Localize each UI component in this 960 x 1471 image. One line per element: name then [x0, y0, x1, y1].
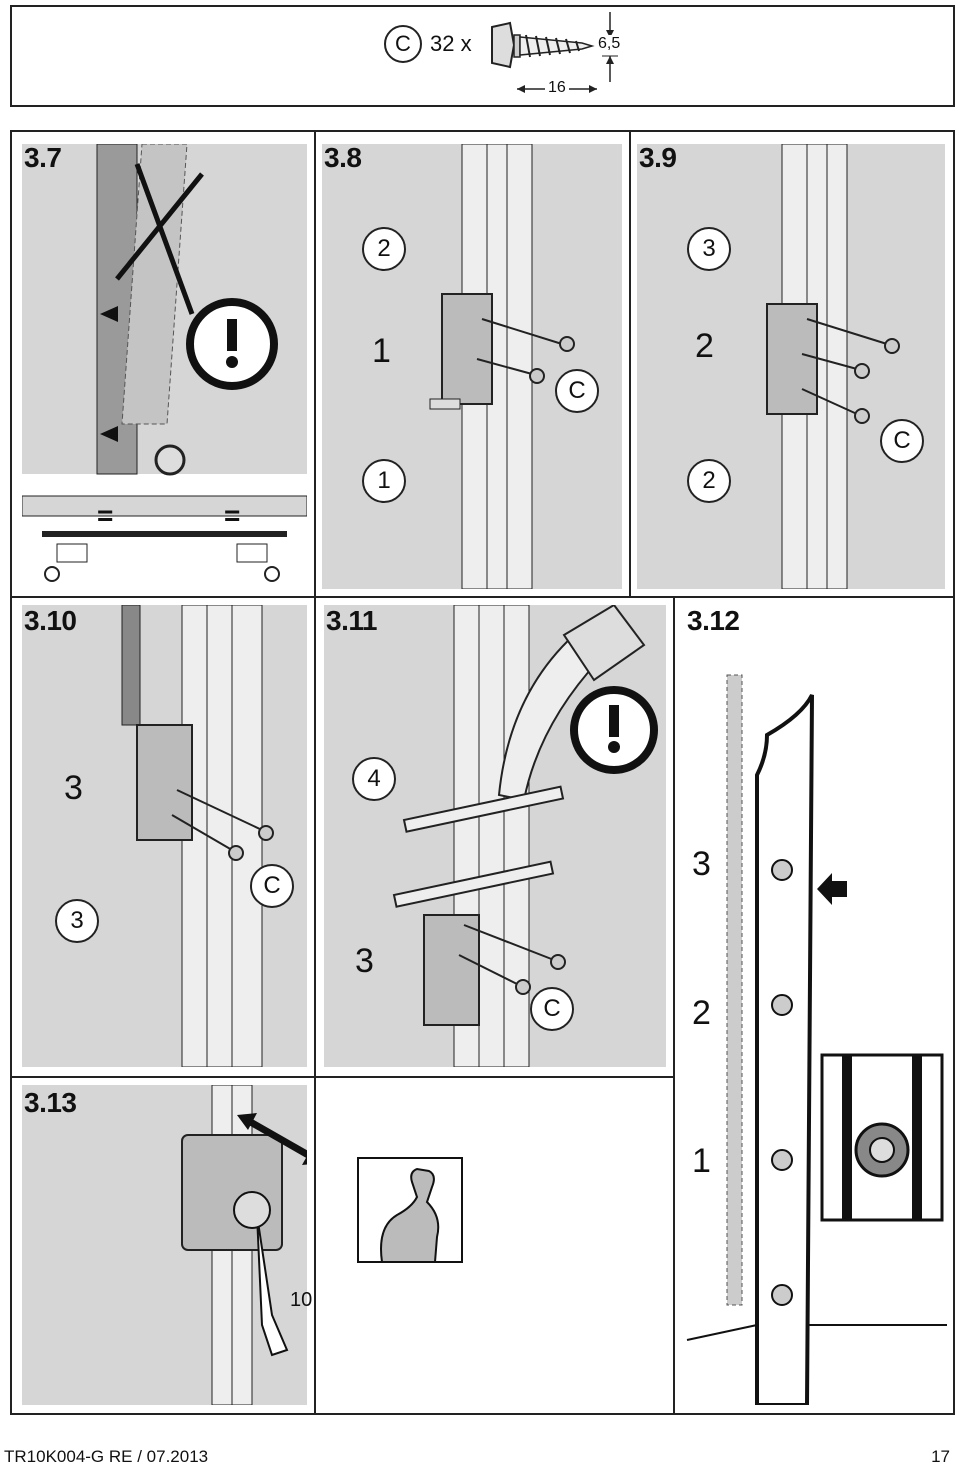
step-3-11-illustration: [324, 605, 666, 1067]
step-3-11-callout: 3: [355, 942, 374, 980]
step-3-8-circled-top: 2: [362, 227, 406, 271]
step-3-8-illustration: [322, 144, 622, 589]
step-3-12-label: 3.12: [687, 605, 740, 636]
step-3-10-illustration: [22, 605, 307, 1067]
step-3-12-panel: [682, 605, 947, 1405]
step-3-8-circled-bottom: 1: [362, 459, 406, 503]
screw-icon: [491, 21, 595, 69]
step-3-9-circled-bottom: 2: [687, 459, 731, 503]
step-3-11-part-c: C: [530, 987, 574, 1031]
step-3-13-panel: [22, 1085, 307, 1405]
dimension-length-label: 16: [545, 79, 569, 97]
grid-lines: [12, 132, 953, 1413]
document-reference: TR10K004-G RE / 07.2013: [4, 1447, 209, 1466]
step-3-11-label: 3.11: [326, 605, 377, 636]
step-3-7-equal-right: =: [224, 500, 241, 531]
step-3-7-equal-left: =: [97, 500, 114, 531]
step-3-12-callout-bottom: 1: [692, 1142, 711, 1180]
strength-arm-icon: [357, 1157, 463, 1263]
header-box: C 32 x 6,5 16: [10, 5, 955, 107]
step-3-11-circled-top: 4: [352, 757, 396, 801]
step-3-12-illustration: [686, 674, 947, 1405]
step-3-7-panel: [22, 144, 307, 589]
instructions-grid: 3.7 = = 3.8 2 1 C 1: [10, 130, 955, 1415]
step-3-8-part-c: C: [555, 369, 599, 413]
step-3-7-label: 3.7: [24, 142, 62, 173]
step-3-13-illustration: [22, 1085, 307, 1405]
step-3-9-panel: [637, 144, 945, 589]
part-letter-badge: C: [384, 25, 422, 63]
step-3-9-callout: 2: [695, 327, 714, 365]
step-3-12-callout-mid: 2: [692, 994, 711, 1032]
dimension-width-label: 6,5: [598, 35, 621, 53]
step-3-8-label: 3.8: [324, 142, 362, 173]
step-3-9-illustration: [637, 144, 945, 589]
step-3-9-circled-top: 3: [687, 227, 731, 271]
quantity-label: 32 x: [430, 31, 472, 56]
step-3-10-part-c: C: [250, 864, 294, 908]
step-3-10-panel: [22, 605, 307, 1067]
step-3-9-label: 3.9: [639, 142, 677, 173]
step-3-8-panel: [322, 144, 622, 589]
step-3-8-callout: 1: [372, 332, 391, 370]
step-3-13-label: 3.13: [24, 1087, 77, 1118]
step-3-11-panel: [324, 605, 666, 1067]
page-number: 17: [931, 1447, 950, 1466]
step-3-12-callout-top: 3: [692, 845, 711, 883]
step-3-10-circled-bottom: 3: [55, 899, 99, 943]
step-3-7-illustration: [22, 144, 307, 582]
step-3-10-callout: 3: [64, 769, 83, 807]
step-3-10-label: 3.10: [24, 605, 77, 636]
step-3-13-wrench-size: 10: [290, 1289, 313, 1311]
step-3-9-part-c: C: [880, 419, 924, 463]
